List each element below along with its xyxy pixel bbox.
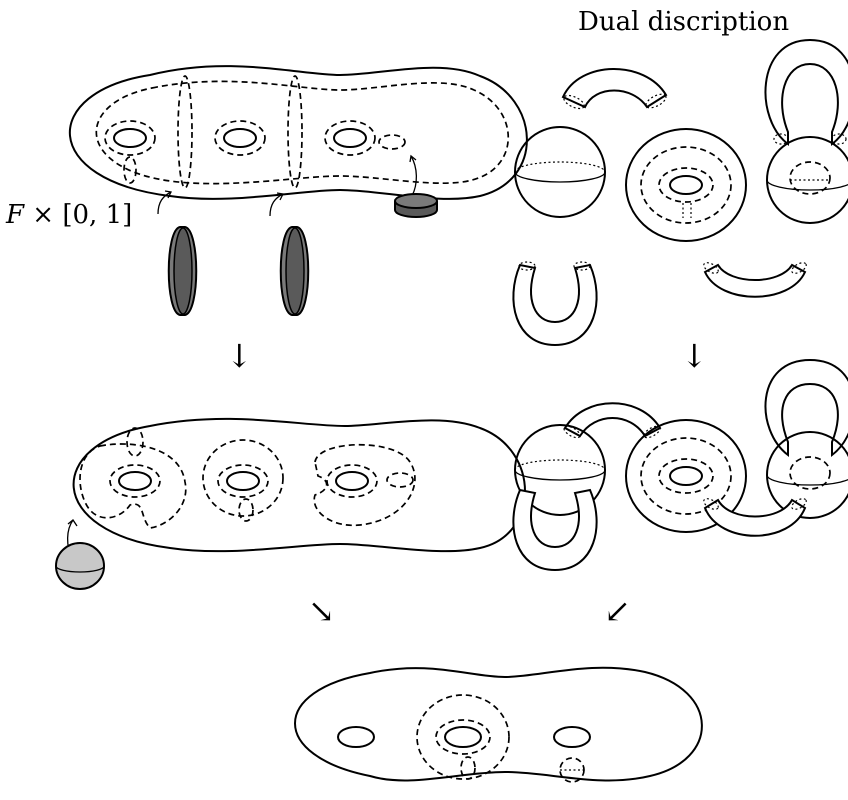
assembled-three-sphere-equator [767, 475, 848, 485]
center-torus-ring [659, 168, 713, 202]
hole-mid-2-ring [218, 465, 268, 497]
surgered-surface-middle [56, 419, 525, 589]
sphere-equator-front [515, 172, 605, 182]
small-loop-right [379, 135, 405, 149]
assembled-torus-hole [670, 467, 702, 485]
hole-1 [114, 129, 146, 147]
disk-2-face [286, 228, 304, 314]
final-center-loop [461, 757, 475, 779]
disk-1-face [174, 228, 192, 314]
dual-handles-top [513, 40, 848, 345]
final-hole-right [554, 727, 590, 747]
piece-3 [314, 445, 415, 526]
attach-arrow-ball-head [68, 520, 77, 526]
piece-2-loop [239, 499, 253, 521]
assembled-cup [705, 500, 805, 536]
hole-mid-1 [119, 472, 151, 490]
center-torus-hole [670, 176, 702, 194]
dual-assembled-middle [513, 360, 848, 570]
three-handle-sphere [767, 137, 848, 223]
final-surface-bottom [295, 668, 702, 782]
ball [56, 543, 104, 589]
assembled-arch [565, 403, 660, 436]
meridian-curve-2 [288, 76, 302, 188]
three-sphere-inner [790, 162, 830, 194]
hole-mid-2 [227, 472, 259, 490]
zero-handle-sphere [515, 127, 605, 217]
assembled-sphere-equator-back [515, 460, 605, 470]
surface-outline-mid [74, 419, 525, 551]
handle-u [513, 265, 596, 345]
assembled-three-sphere-inner [790, 457, 830, 489]
assembled-sphere-equator [515, 470, 605, 480]
hole-mid-1-ring [110, 465, 160, 497]
final-outer-ring [417, 695, 509, 779]
hole-2-ring [215, 121, 265, 155]
three-sphere-equator-front [767, 180, 848, 190]
piece-2-outer [203, 440, 283, 516]
hole-2 [224, 129, 256, 147]
two-handle-disks [169, 194, 437, 315]
handle-cup [705, 265, 805, 297]
handle-loop [765, 40, 848, 144]
final-hole-center [445, 727, 481, 747]
product-label: F × [0, 1] [5, 200, 132, 230]
piece-1-loop [127, 428, 143, 456]
hole-mid-3-ring [327, 465, 377, 497]
hole-mid-3 [336, 472, 368, 490]
dual-description-title: Dual discription [578, 7, 789, 37]
final-hole-left [338, 727, 374, 747]
attach-arrow-3 [411, 156, 416, 196]
meridian-curve-1 [178, 76, 192, 188]
hole-1-ring [105, 121, 155, 155]
down-arrow-right: ↓ [681, 337, 708, 375]
piece-1 [80, 444, 186, 528]
genus3-surface-top [70, 66, 527, 216]
down-arrow-left: ↓ [226, 337, 253, 375]
piece-3-loop [387, 473, 413, 487]
diagonal-arrow-right: ↙ [604, 592, 631, 630]
center-torus-outer-ring [641, 147, 731, 223]
flat-disk-top [395, 194, 437, 208]
hole-3 [334, 129, 366, 147]
assembled-torus-ring [659, 459, 713, 493]
center-torus [626, 129, 746, 241]
handle-arch [563, 69, 666, 107]
diagonal-arrow-left: ↘ [308, 592, 335, 630]
surface-outline-final [295, 668, 702, 781]
center-torus-loop [683, 203, 691, 218]
hole-3-ring [325, 121, 375, 155]
product-label-interval: × [0, 1] [24, 200, 132, 230]
product-label-variable: F [5, 200, 25, 230]
sphere-equator-back [515, 162, 605, 172]
assembled-u [513, 490, 596, 570]
